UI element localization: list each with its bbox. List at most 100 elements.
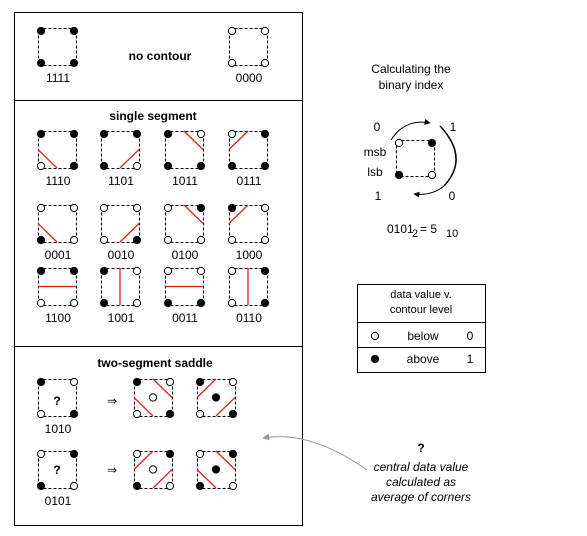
binary-index-title: binary index xyxy=(379,78,444,92)
case-cell xyxy=(99,266,142,308)
corner-below xyxy=(196,266,206,276)
cell-border xyxy=(197,379,236,417)
saddle-cell xyxy=(36,449,79,491)
corner-above xyxy=(36,235,46,245)
contour-segment xyxy=(183,204,204,224)
contour-segment xyxy=(119,149,140,169)
case-cell xyxy=(163,129,206,171)
cell-border xyxy=(229,131,268,169)
saddle-resolution-cell xyxy=(195,449,238,491)
corner-below xyxy=(69,203,79,213)
unknown-center-mark: ? xyxy=(53,463,60,477)
corner-below xyxy=(69,377,79,387)
center-above xyxy=(211,465,221,474)
section-title-single-segment: single segment xyxy=(109,109,196,123)
case-cell xyxy=(36,266,79,308)
bit-bottom-left: 1 xyxy=(375,189,382,203)
case-cell xyxy=(99,129,142,171)
case-cell xyxy=(227,26,270,68)
section-title-no-contour: no contour xyxy=(129,49,192,63)
unknown-center-mark: ? xyxy=(53,394,60,408)
corner-below xyxy=(165,481,175,491)
saddle-resolution-cell xyxy=(132,377,175,419)
panel-frame xyxy=(14,12,303,526)
contour-segment xyxy=(196,469,217,489)
corner-above xyxy=(132,235,142,245)
corner-below xyxy=(260,58,270,68)
contour-segment xyxy=(183,130,204,150)
saddle-resolution-cell xyxy=(132,449,175,491)
contour-segment xyxy=(152,469,173,489)
lsb-label: lsb xyxy=(367,165,383,179)
legend-row-value: 0 xyxy=(467,329,474,343)
bit-bottom-right: 0 xyxy=(449,189,456,203)
legend-row-value: 1 xyxy=(467,352,474,366)
corner-above xyxy=(69,409,79,419)
note-line: central data value xyxy=(374,460,469,474)
cell-border xyxy=(165,205,204,243)
implies-arrow: ⇒ xyxy=(107,394,117,408)
corner-above xyxy=(36,377,46,387)
case-code-label: 1010 xyxy=(45,422,72,436)
note-pointer-arrow xyxy=(262,433,368,471)
case-code-label: 1000 xyxy=(236,248,263,262)
case-code-label: 0010 xyxy=(108,248,135,262)
legend-below-marker xyxy=(370,331,380,341)
legend-above-marker xyxy=(370,354,380,364)
case-code-label: 1100 xyxy=(45,311,71,325)
saddle-cell xyxy=(36,377,79,419)
corner-above xyxy=(260,161,270,171)
binary-equation: 0101 2 = 5 10 xyxy=(387,222,458,240)
legend-title: contour level xyxy=(390,304,452,316)
center-below xyxy=(148,393,158,402)
reading-order-arrow xyxy=(413,185,445,198)
corner-below xyxy=(36,409,46,419)
cell-border xyxy=(165,131,204,169)
corner-above xyxy=(165,449,175,459)
reading-order-arrow xyxy=(439,125,457,187)
note-line: calculated as xyxy=(386,475,456,489)
center-below xyxy=(148,465,158,474)
corner-below xyxy=(163,266,173,276)
corner-above xyxy=(132,129,142,139)
corner-above xyxy=(99,129,109,139)
corner-above xyxy=(163,298,173,308)
contour-segment xyxy=(196,378,217,398)
equation-equals: = 5 xyxy=(420,222,437,236)
corner-below xyxy=(227,58,237,68)
contour-segment xyxy=(228,204,249,224)
contour-segment xyxy=(37,223,58,243)
legend-title: data value v. xyxy=(390,289,452,301)
corner-above xyxy=(227,203,237,213)
corner-below xyxy=(227,298,237,308)
center-above xyxy=(211,393,221,402)
case-code-label: 1111 xyxy=(46,71,70,85)
corner-above xyxy=(227,161,237,171)
corner-below xyxy=(427,170,437,180)
cell-border xyxy=(38,131,77,169)
corner-above xyxy=(132,377,142,387)
cell-border xyxy=(229,28,268,66)
case-code-label: 0110 xyxy=(236,311,262,325)
corner-below xyxy=(36,298,46,308)
corner-above xyxy=(163,129,173,139)
corner-below xyxy=(69,235,79,245)
corner-above xyxy=(427,138,437,148)
note-line: average of corners xyxy=(371,490,471,504)
implies-arrow: ⇒ xyxy=(107,463,117,477)
corner-below xyxy=(36,449,46,459)
case-cell xyxy=(227,203,270,245)
saddle-resolution-cell xyxy=(195,377,238,419)
corner-above xyxy=(394,170,404,180)
corner-below xyxy=(132,161,142,171)
contour-segment xyxy=(152,378,173,398)
contour-segment xyxy=(215,450,236,470)
corner-below xyxy=(228,481,238,491)
corner-below xyxy=(99,203,109,213)
corner-above xyxy=(165,409,175,419)
case-cell xyxy=(36,203,79,245)
case-code-label: 0011 xyxy=(172,311,198,325)
case-cell xyxy=(227,129,270,171)
contour-segment xyxy=(228,130,249,150)
corner-below xyxy=(165,377,175,387)
